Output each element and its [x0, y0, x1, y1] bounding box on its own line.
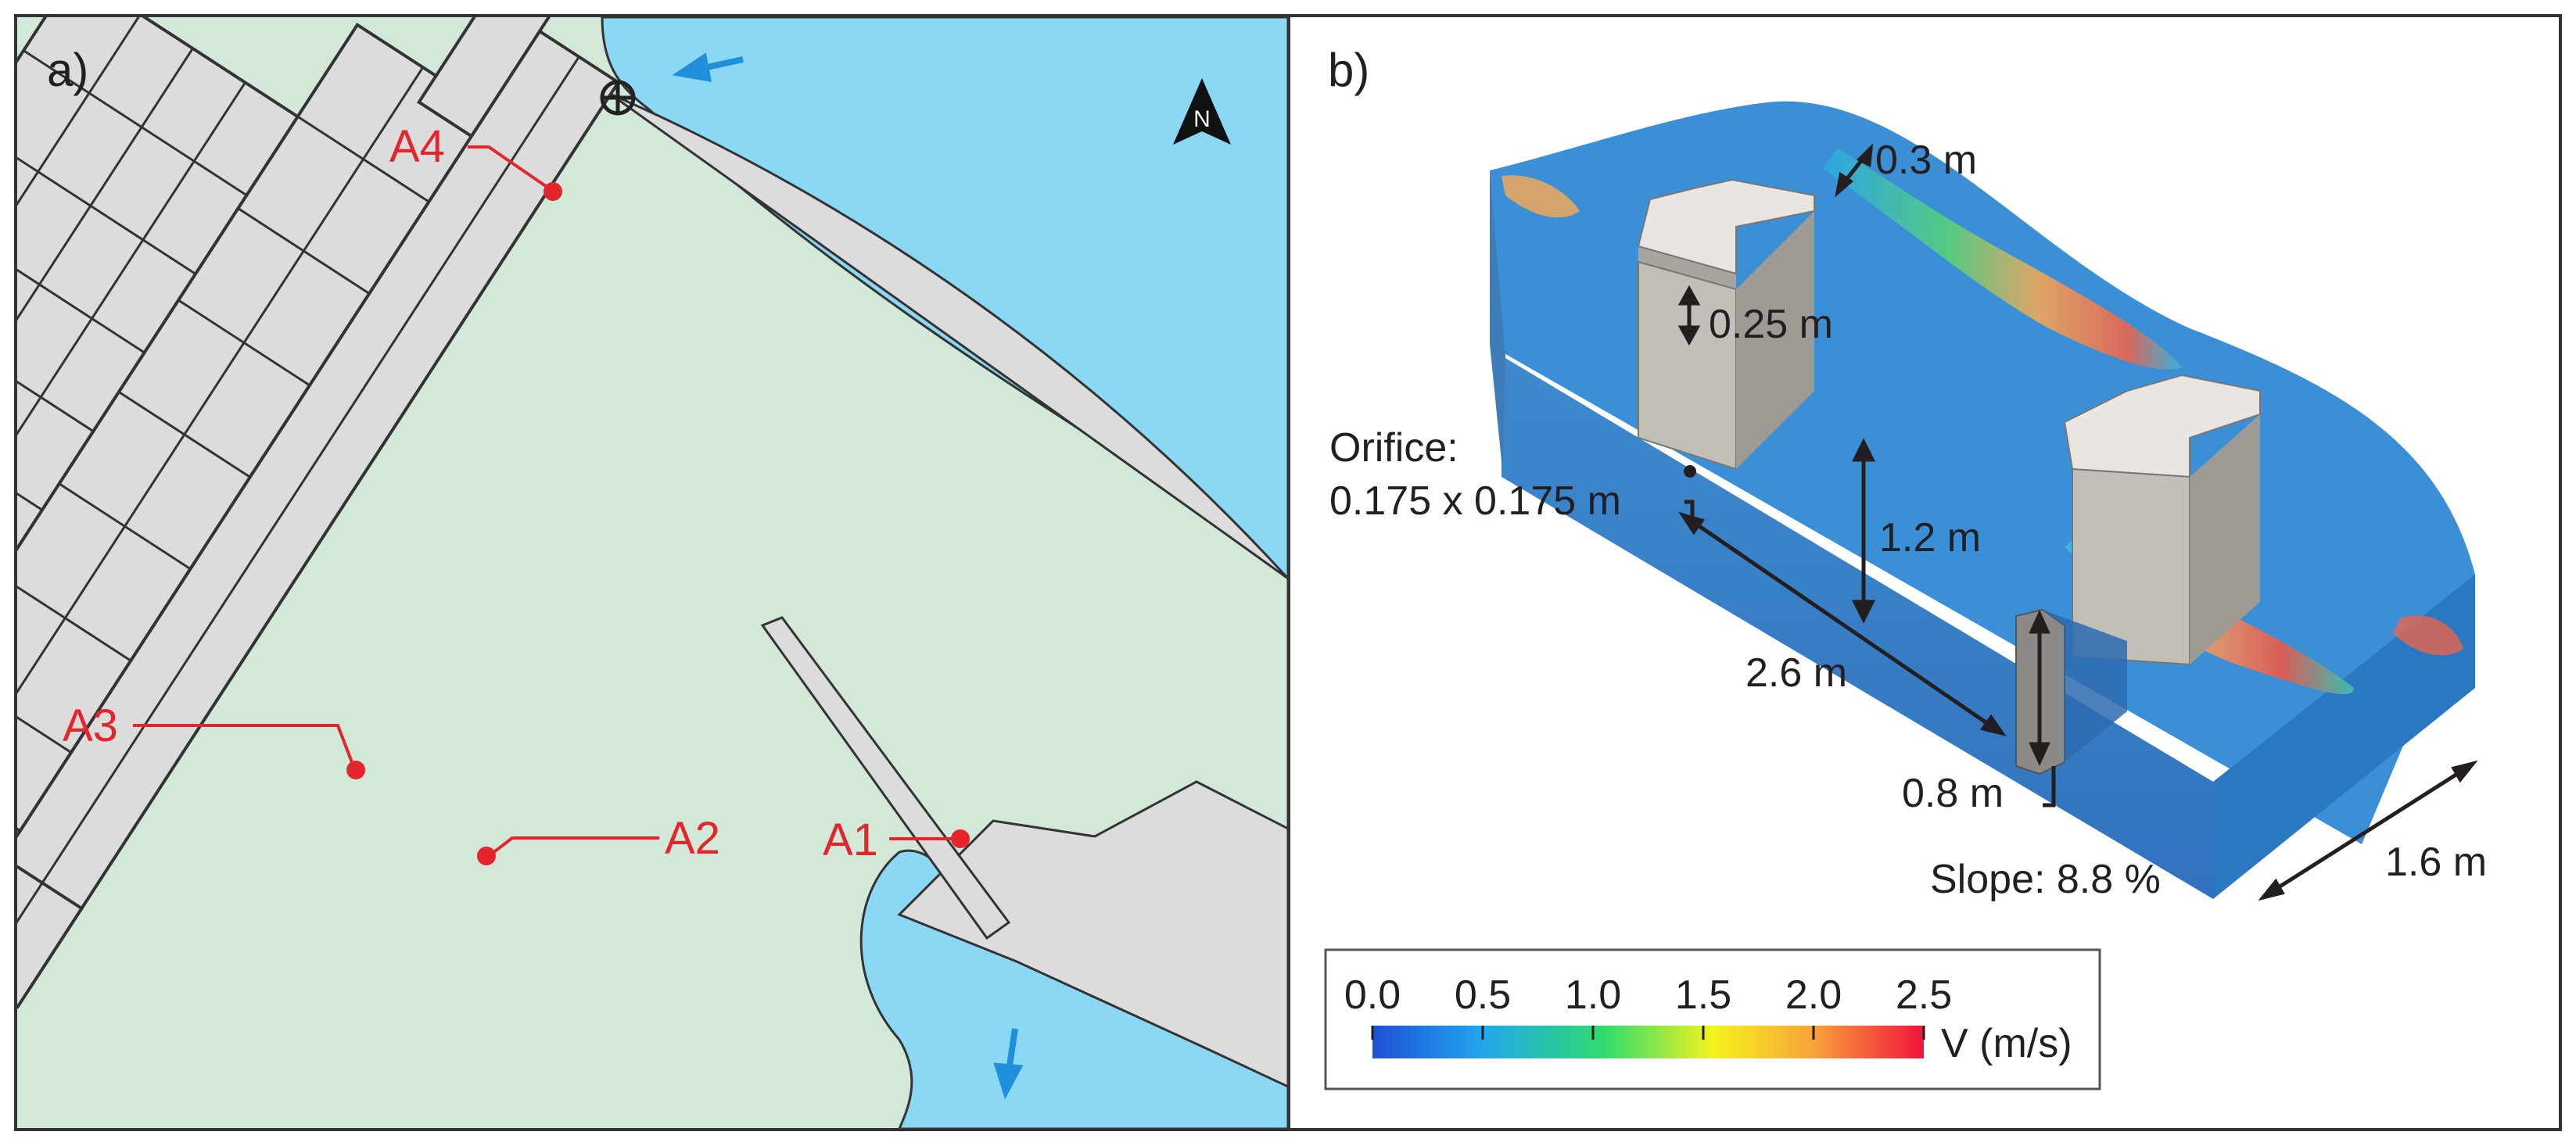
- label-width: 1.6 m: [2385, 840, 2487, 885]
- label-length: 2.6 m: [1745, 650, 1847, 696]
- panel-a-label: a): [47, 44, 88, 96]
- label-slot-height: 0.25 m: [1709, 302, 1833, 347]
- colorbar-tick-label: 1.0: [1565, 972, 1621, 1018]
- svg-text:A2: A2: [665, 813, 720, 864]
- label-slope: Slope: 8.8 %: [1930, 857, 2161, 902]
- svg-text:A3: A3: [63, 700, 118, 751]
- flow-arrow-downstream: [993, 1028, 1024, 1100]
- colorbar-unit-label: V (m/s): [1941, 1021, 2072, 1066]
- spillway-apron: [609, 92, 1288, 1088]
- colorbar-tick-label: 0.5: [1455, 972, 1511, 1018]
- colorbar-ticks: 0.0 0.5 1.0 1.5 2.0 2.5: [1344, 972, 1952, 1040]
- colorbar-frame: [1324, 948, 2101, 1090]
- colorbar-tick-label: 2.0: [1785, 972, 1842, 1018]
- svg-text:N: N: [1193, 106, 1211, 132]
- north-arrow-icon: N: [1173, 78, 1231, 145]
- svg-text:A4: A4: [389, 121, 445, 172]
- point-A1: A1: [823, 815, 970, 865]
- gate-symbol-icon: [600, 80, 636, 116]
- downstream-channel: [760, 616, 1011, 940]
- colorbar-tick-label: 2.5: [1896, 972, 1952, 1018]
- label-wall-height: 1.2 m: [1879, 515, 1981, 560]
- channel-box-left: [1490, 170, 1505, 477]
- baffle-upstream: [1637, 178, 1815, 471]
- panel-a-map: N A4 A3 A2 A1 a): [17, 17, 1288, 1129]
- flow-jet-upper: [1822, 149, 2182, 370]
- point-A4: A4: [389, 121, 562, 201]
- flow-jet-end: [2393, 615, 2463, 656]
- orifice-marker: [1684, 465, 1696, 478]
- channel-box-end: [2213, 575, 2475, 899]
- colorbar-gradient: [1372, 1026, 1924, 1058]
- flow-arrow-upstream: [672, 52, 744, 82]
- panel-b-label: b): [1328, 44, 1369, 96]
- dimension-lines: [1677, 143, 2478, 901]
- point-A2: A2: [477, 813, 720, 865]
- colorbar: 0.0 0.5 1.0 1.5 2.0 2.5 V (m/s): [1324, 948, 2101, 1090]
- colorbar-tick-label: 1.5: [1675, 972, 1731, 1018]
- baffle-downstream: [2063, 374, 2261, 666]
- label-sill-height: 0.8 m: [1902, 771, 2004, 816]
- label-top-gap: 0.3 m: [1875, 138, 1977, 183]
- label-orifice-title: Orifice:: [1329, 425, 1458, 471]
- flow-jet-left: [1501, 175, 1580, 218]
- colorbar-tick-label: 0.0: [1344, 972, 1401, 1018]
- panel-b-model: b): [1287, 14, 2562, 1131]
- fishway-structure: [17, 17, 621, 1009]
- point-A3: A3: [63, 700, 365, 779]
- label-orifice-size: 0.175 x 0.175 m: [1329, 478, 1621, 524]
- svg-text:A1: A1: [823, 815, 878, 865]
